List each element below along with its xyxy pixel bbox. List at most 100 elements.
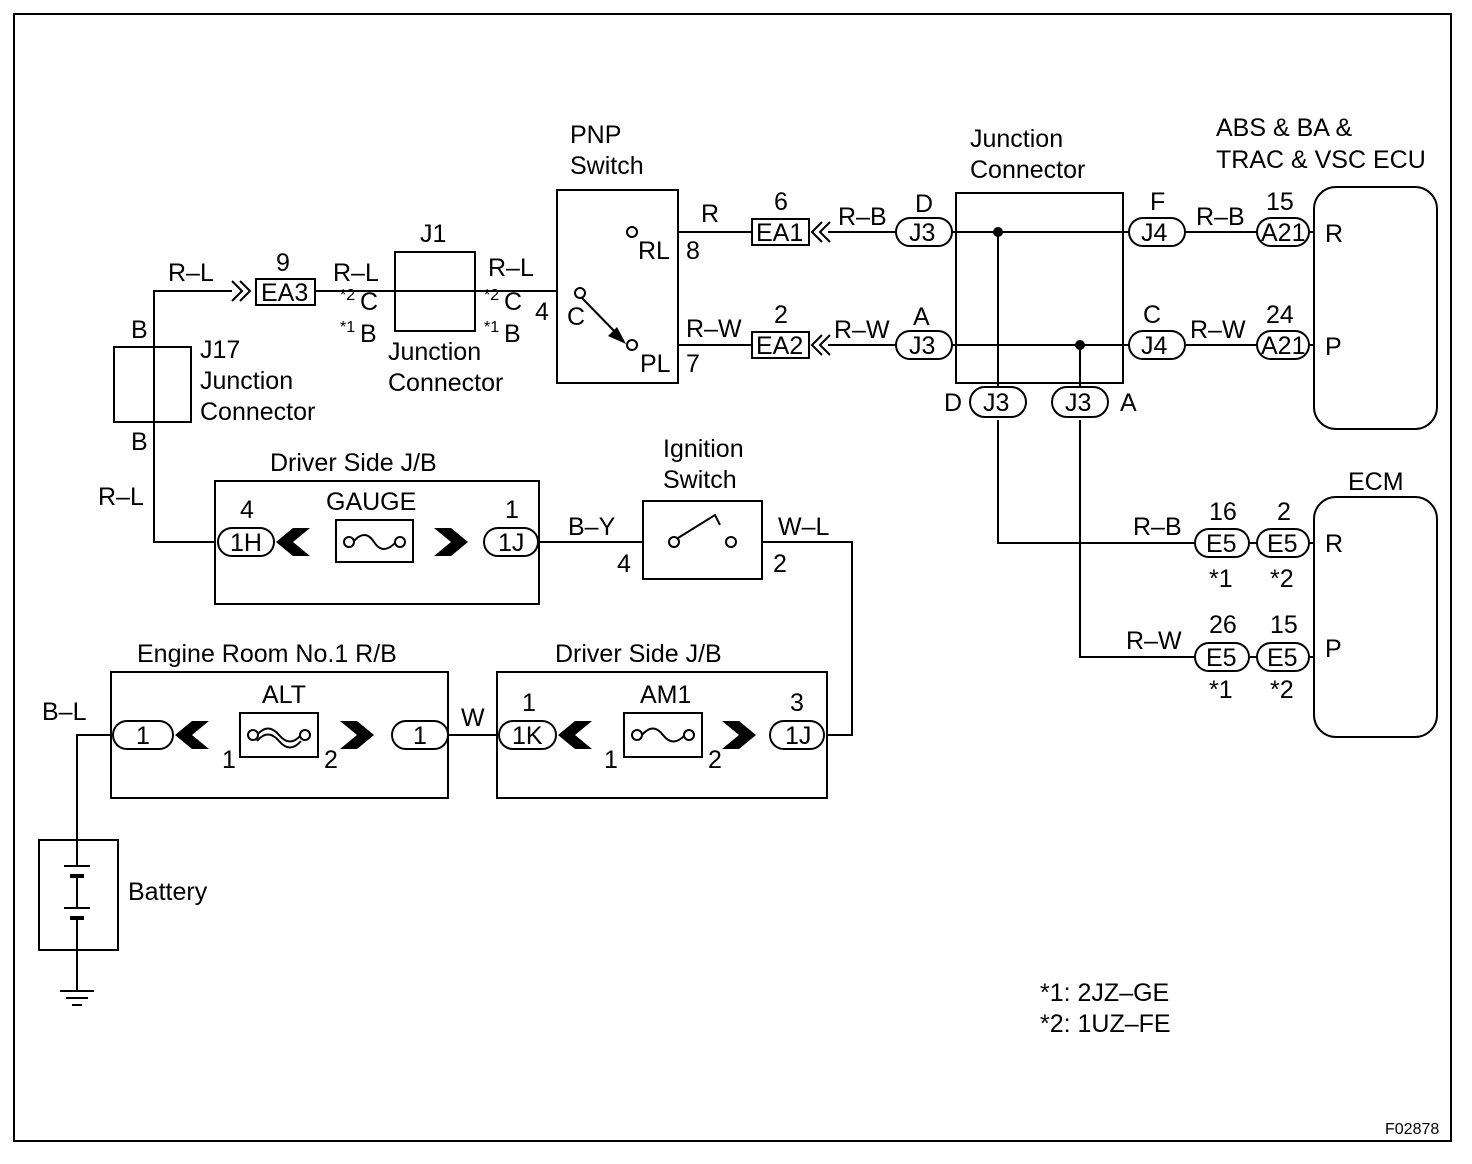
alt-fuse-terminal-r <box>299 729 311 741</box>
j3-connector-bottom-d <box>969 386 1027 418</box>
j3-pin-d: D <box>915 190 933 218</box>
j4-pin-f: F <box>1150 188 1165 216</box>
ea3-label: EA3 <box>261 279 308 307</box>
pnp-pin-7: 7 <box>686 350 700 378</box>
j1-pin-right-b: B <box>504 320 521 348</box>
ea2-pin: 2 <box>774 301 788 329</box>
gauge-right-chevron-icon <box>434 528 468 556</box>
wire-label-bl: B–L <box>42 698 87 726</box>
gauge-fuse-icon <box>352 534 397 550</box>
pnp-arrow-icon <box>608 327 626 344</box>
wire-label-rb-2: R–B <box>1196 203 1245 231</box>
connector-1j-gauge-label: 1J <box>498 529 524 557</box>
wire-bl <box>76 734 113 858</box>
pnp-terminal-rl <box>626 226 638 238</box>
j4-label-f: J4 <box>1141 219 1168 247</box>
am1-left-chevron-icon <box>558 721 592 749</box>
connector-1j-gauge-pin: 1 <box>505 496 519 524</box>
j3-pin-bottom-d: D <box>944 389 962 417</box>
wire-label-r: R <box>701 200 719 228</box>
ignition-switch-box <box>642 500 763 580</box>
jc-label-2: Connector <box>970 156 1085 184</box>
alt-fuse-terminal-l <box>247 729 259 741</box>
j3-label-a: J3 <box>909 332 935 360</box>
a21-pin-15: 15 <box>1266 188 1294 216</box>
e5-star-2-r: *2 <box>1270 565 1294 593</box>
j4-connector-f <box>1128 217 1186 247</box>
driver-jb-am1-label: Driver Side J/B <box>555 640 722 668</box>
connector-1k <box>498 720 557 750</box>
pnp-switch-box <box>556 189 679 384</box>
j3-label-bottom-d: J3 <box>983 389 1009 417</box>
e5-label-2-p: E5 <box>1267 644 1298 672</box>
wire-label-rb-1: R–B <box>838 203 887 231</box>
j1-desc-1: Junction <box>388 338 481 366</box>
j1-sup-left-c: *2 <box>340 287 355 304</box>
junction-connector-box <box>955 192 1124 384</box>
ecm-label: ECM <box>1348 468 1404 496</box>
wire-label-rl-1: R–L <box>168 259 214 287</box>
gauge-fuse-terminal-l <box>343 536 355 548</box>
pnp-pin-8: 8 <box>686 237 700 265</box>
ea3-pin: 9 <box>276 249 290 277</box>
am1-fuse-terminal-r <box>683 729 695 741</box>
e5-label-1-r: E5 <box>1206 530 1237 558</box>
j3-connector-bottom-a <box>1051 386 1109 418</box>
abs-ecu-term-p: P <box>1325 333 1342 361</box>
a21-label-r: A21 <box>1261 219 1305 247</box>
alt-right-chevron-icon <box>340 721 374 749</box>
jc-label-1: Junction <box>970 125 1063 153</box>
j1-pin-left-b: B <box>360 320 377 348</box>
a21-pin-24: 24 <box>1266 301 1294 329</box>
j17-pin-top: B <box>131 316 148 344</box>
engine-rb-connector-left-label: 1 <box>136 722 150 750</box>
wire-label-rl-4: R–L <box>488 254 534 282</box>
e5-star-1-p: *1 <box>1209 676 1233 704</box>
abs-ecu-label-2: TRAC & VSC ECU <box>1216 146 1426 174</box>
wire-label-w: W <box>461 704 485 732</box>
e5-pin-16: 16 <box>1209 498 1237 526</box>
ecm-box <box>1313 496 1438 738</box>
driver-jb-gauge-label: Driver Side J/B <box>270 449 437 477</box>
alt-label: ALT <box>262 681 306 709</box>
wire-rl-to-gauge <box>153 420 218 543</box>
ignition-terminal-4 <box>668 536 680 548</box>
wire-rl-j17-up <box>153 290 232 360</box>
j17-label-2: Junction <box>200 367 293 395</box>
engine-rb-label: Engine Room No.1 R/B <box>137 640 397 668</box>
ignition-switch-blade <box>677 513 721 539</box>
a21-connector-p <box>1256 330 1310 360</box>
ea1-pin: 6 <box>774 188 788 216</box>
ignition-label-2: Switch <box>663 466 737 494</box>
diagram-frame <box>13 13 1452 1142</box>
am1-fuse-icon <box>641 727 686 743</box>
note-line-2: *2: 1UZ–FE <box>1040 1010 1171 1038</box>
j1-pin-right-c: C <box>504 288 522 316</box>
pnp-terminal-c <box>574 287 586 299</box>
am1-label: AM1 <box>640 681 691 709</box>
ea3-chevron-icon <box>231 280 252 302</box>
e5-pin-15: 15 <box>1270 611 1298 639</box>
jc-splice-a <box>1075 340 1085 350</box>
j17-label-1: J17 <box>200 336 240 364</box>
pnp-terminal-pl <box>626 339 638 351</box>
ea3-connector <box>255 278 316 306</box>
connector-1k-label: 1K <box>512 722 543 750</box>
e5-connector-2-p <box>1256 642 1310 672</box>
ignition-pin-4: 4 <box>617 550 631 578</box>
alt-left-chevron-icon <box>175 721 209 749</box>
j4-pin-c: C <box>1143 301 1161 329</box>
e5-connector-2-r <box>1256 528 1310 558</box>
wire-label-rb-3: R–B <box>1133 513 1182 541</box>
e5-label-1-p: E5 <box>1206 644 1237 672</box>
j3-connector-a <box>895 330 953 360</box>
ground-icon <box>60 990 94 1006</box>
j1-sup-left-b: *1 <box>340 319 355 336</box>
wire-label-rl-3: R–L <box>333 259 379 287</box>
note-line-1: *1: 2JZ–GE <box>1040 979 1169 1007</box>
am1-pin-2: 2 <box>708 746 722 774</box>
battery-box <box>38 839 119 951</box>
pnp-label-2: Switch <box>570 152 644 180</box>
pnp-term-pl: PL <box>640 350 671 378</box>
